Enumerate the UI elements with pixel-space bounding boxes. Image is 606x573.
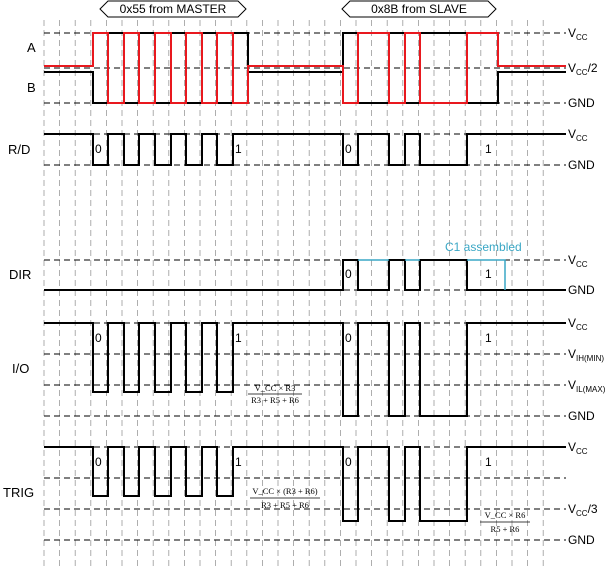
signal-trig-waveform: [44, 446, 566, 522]
io-start-bit: 0: [95, 331, 102, 345]
rd-slave-start-bit: 0: [345, 142, 352, 156]
trig-stop-bit: 1: [235, 455, 242, 469]
svg-text:V_CC × R6: V_CC × R6: [485, 510, 526, 520]
right-level-labels: VCC VCC/2 GND VCC GND VCC GND VCC VIH(MI…: [568, 26, 606, 547]
svg-text:V_CC × (R3 + R6): V_CC × (R3 + R6): [252, 486, 317, 496]
level-vcc-half: VCC/2: [568, 61, 598, 77]
level-gnd-io: GND: [568, 409, 595, 423]
label-dir: DIR: [9, 267, 31, 282]
c1-assembled-label: C1 assembled: [445, 240, 522, 254]
slave-header-text: 0x8B from SLAVE: [371, 2, 467, 16]
io-threshold-formula: V_CC × R3 R3 + R5 + R6: [248, 383, 302, 405]
label-rd: R/D: [8, 142, 30, 157]
svg-text:R3 + R5 + R6: R3 + R5 + R6: [261, 500, 309, 510]
level-gnd-dir: GND: [568, 283, 595, 297]
trig-slave-stop-bit: 1: [485, 455, 492, 469]
label-b: B: [27, 80, 36, 95]
dir-start-bit: 0: [345, 267, 352, 281]
svg-text:R3 + R5 + R6: R3 + R5 + R6: [251, 395, 299, 405]
signal-dir-waveform: [44, 259, 566, 291]
dir-stop-bit: 1: [485, 267, 492, 281]
vertical-grid: [43, 20, 544, 566]
level-vcc-dir: VCC: [568, 253, 588, 269]
level-vcc-io: VCC: [568, 316, 588, 332]
trig-slave-start-bit: 0: [345, 455, 352, 469]
level-vih: VIH(MIN): [568, 347, 604, 363]
rd-slave-stop-bit: 1: [485, 142, 492, 156]
trig-slave-threshold-formula: V_CC × R6 R5 + R6: [480, 510, 530, 534]
io-stop-bit: 1: [235, 331, 242, 345]
c1-assembled-waveform: [358, 259, 506, 290]
signal-io-waveform: [44, 322, 566, 417]
trig-threshold-formula: V_CC × (R3 + R6) R3 + R5 + R6: [250, 486, 320, 510]
level-gnd-rd: GND: [568, 158, 595, 172]
level-vcc-rd: VCC: [568, 127, 588, 143]
level-vil: VIL(MAX): [568, 378, 606, 394]
signal-rd-waveform: [44, 133, 566, 166]
level-vcc-trig: VCC: [568, 440, 588, 456]
bit-labels: 0 1 0 1 0 1 0 1 0 1 0 1 0 1: [95, 142, 492, 469]
level-vcc-third: VCC/3: [568, 502, 598, 518]
io-slave-start-bit: 0: [345, 331, 352, 345]
label-a: A: [27, 40, 36, 55]
level-gnd-a: GND: [568, 96, 595, 110]
master-frame-header: 0x55 from MASTER: [99, 0, 247, 18]
svg-text:R5 + R6: R5 + R6: [491, 524, 520, 534]
io-slave-stop-bit: 1: [485, 331, 492, 345]
label-trig: TRIG: [3, 485, 34, 500]
level-vcc-a: VCC: [568, 26, 588, 42]
level-gnd-trig: GND: [568, 533, 595, 547]
svg-text:V_CC × R3: V_CC × R3: [255, 383, 296, 393]
master-header-text: 0x55 from MASTER: [120, 2, 227, 16]
rd-stop-bit: 1: [235, 142, 242, 156]
label-io: I/O: [12, 361, 29, 376]
trig-start-bit: 0: [95, 455, 102, 469]
rd-start-bit: 0: [95, 142, 102, 156]
signal-a-b: [44, 32, 566, 104]
slave-frame-header: 0x8B from SLAVE: [341, 0, 497, 18]
